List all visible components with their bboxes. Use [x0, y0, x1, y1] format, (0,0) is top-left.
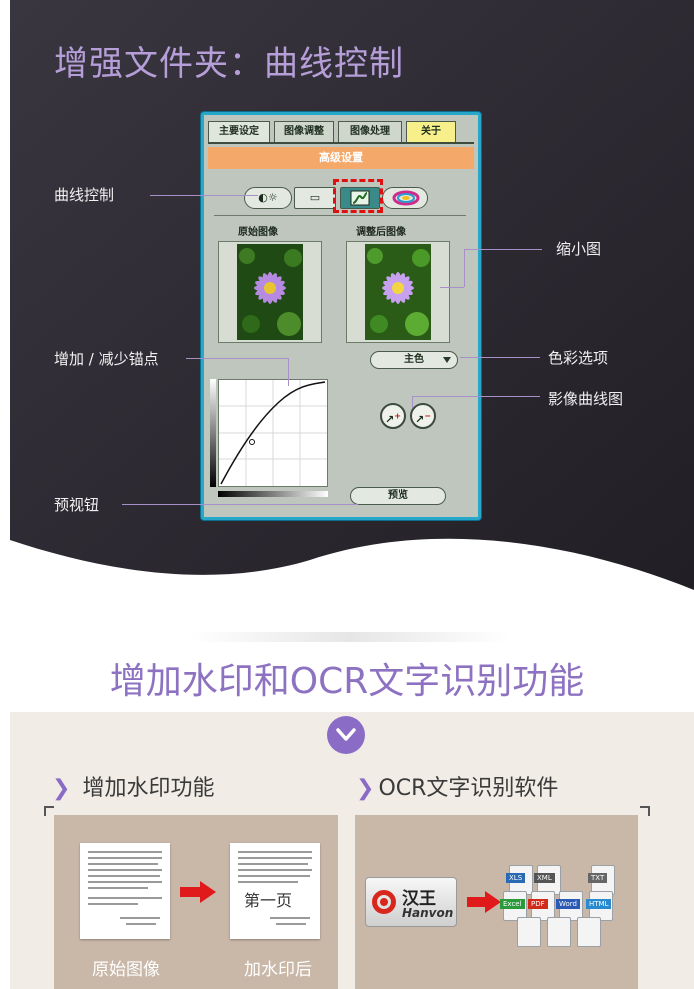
color-option-dropdown[interactable]: 主色 — [370, 351, 458, 369]
callout-thumbnail: 缩小图 — [556, 240, 602, 258]
separator — [214, 215, 466, 216]
watermarked-caption: 加水印后 — [244, 960, 312, 980]
file-icon: PDF — [528, 891, 555, 921]
callout-line — [186, 358, 288, 359]
callout-preview: 预视钮 — [54, 496, 100, 514]
watermarked-document: 第一页 — [230, 843, 320, 939]
horizontal-tone-gradient — [218, 491, 328, 497]
curve-graph-svg — [219, 380, 327, 486]
watermark-feature-title-text: 增加水印功能 — [82, 776, 215, 801]
hanvon-logo-icon — [372, 890, 396, 914]
brightness-icon: ◐☼ — [258, 191, 278, 204]
arrow-right-icon — [467, 891, 501, 913]
watermark-feature-title: ❯ 增加水印功能 — [52, 770, 214, 802]
ocr-demo-box: 汉王 Hanvon XLS XML TXT Excel PDF Word HTM… — [355, 815, 638, 989]
file-icon: XLS — [506, 865, 533, 895]
ocr-feature-title-text: OCR文字识别软件 — [378, 776, 559, 801]
callout-line — [460, 357, 540, 358]
output-file-types: XLS XML TXT Excel PDF Word HTML — [500, 865, 629, 949]
down-chevron-badge — [327, 716, 365, 754]
file-icon — [517, 917, 541, 947]
callout-image-curve: 影像曲线图 — [548, 390, 624, 408]
original-thumbnail — [218, 241, 322, 343]
color-wheel-tool-button[interactable] — [382, 187, 428, 209]
add-anchor-button[interactable]: ↗+ — [380, 403, 406, 429]
callout-line — [464, 249, 465, 287]
brightness-tool-button[interactable]: ◐☼ — [244, 187, 292, 209]
title-glow — [190, 632, 510, 642]
flower-image-adjusted — [365, 244, 431, 340]
advanced-settings-header: 高级设置 — [208, 147, 474, 169]
preview-button[interactable]: 预览 — [350, 487, 446, 505]
arrow-right-icon — [180, 881, 216, 903]
callout-line — [150, 195, 258, 196]
section-title: 增加水印和OCR文字识别功能 — [109, 661, 585, 702]
file-icon — [547, 917, 571, 947]
anchor-add-icon: ↗+ — [385, 411, 401, 426]
original-image-label: 原始图像 — [238, 227, 278, 238]
tab-about[interactable]: 关于 — [406, 121, 456, 143]
chevron-right-icon: ❯ — [52, 776, 71, 801]
adjusted-thumbnail — [346, 241, 450, 343]
curve-control-panel: 主要设定 图像调整 图像处理 关于 高级设置 ◐☼ ▭ 原始图像 调整后图像 — [201, 112, 481, 520]
chevron-right-icon: ❯ — [356, 776, 375, 801]
original-caption: 原始图像 — [92, 960, 160, 980]
original-document — [80, 843, 170, 939]
callout-line — [464, 249, 542, 250]
anchor-remove-icon: ↗− — [415, 411, 431, 426]
curve-tool-highlight — [333, 179, 383, 213]
color-option-value: 主色 — [404, 354, 424, 365]
watermark-demo-box: 第一页 原始图像 加水印后 — [54, 815, 338, 989]
adjusted-image-label: 调整后图像 — [356, 227, 406, 238]
flower-image — [237, 244, 303, 340]
ocr-feature-title: ❯OCR文字识别软件 — [356, 770, 558, 802]
curve-icon — [350, 190, 370, 206]
corner-bracket-right — [640, 806, 650, 816]
corner-bracket-left — [44, 806, 54, 816]
vertical-tone-gradient — [210, 379, 216, 487]
tab-divider — [208, 142, 474, 144]
callout-line — [440, 287, 464, 288]
chevron-down-icon — [443, 357, 451, 363]
curve-tool-button[interactable] — [340, 187, 380, 209]
tool-bar: ◐☼ ▭ — [244, 185, 428, 213]
file-icon — [577, 917, 601, 947]
callout-line — [288, 358, 289, 386]
file-icon: Word — [556, 891, 583, 921]
curve-graph[interactable] — [218, 379, 328, 487]
color-rings-icon — [392, 190, 420, 206]
tab-image-process[interactable]: 图像处理 — [338, 121, 402, 143]
levels-icon: ▭ — [309, 191, 321, 204]
callout-line — [412, 396, 540, 397]
hanvon-logo: 汉王 Hanvon — [365, 877, 457, 927]
callout-curve-control: 曲线控制 — [54, 186, 115, 204]
watermark-text: 第一页 — [244, 891, 293, 910]
callout-anchor: 增加 / 减少锚点 — [54, 350, 159, 368]
file-icon: Excel — [500, 891, 527, 921]
tab-image-adjust[interactable]: 图像调整 — [274, 121, 334, 143]
file-icon: HTML — [586, 891, 613, 921]
callout-line — [122, 504, 358, 505]
flower-photo-adjusted — [365, 244, 431, 340]
hanvon-logo-cn: 汉王 — [402, 889, 436, 909]
file-icon: TXT — [588, 865, 615, 895]
callout-line — [412, 396, 413, 408]
page-title: 增强文件夹：曲线控制 — [54, 44, 404, 84]
callout-color-options: 色彩选项 — [548, 349, 609, 367]
chevron-down-icon — [336, 728, 356, 741]
remove-anchor-button[interactable]: ↗− — [410, 403, 436, 429]
panel-tabs: 主要设定 图像调整 图像处理 关于 — [208, 121, 474, 143]
hanvon-logo-en: Hanvon — [402, 906, 454, 920]
flower-photo — [237, 244, 303, 340]
tab-main-settings[interactable]: 主要设定 — [208, 121, 270, 143]
levels-tool-button[interactable]: ▭ — [294, 187, 336, 209]
